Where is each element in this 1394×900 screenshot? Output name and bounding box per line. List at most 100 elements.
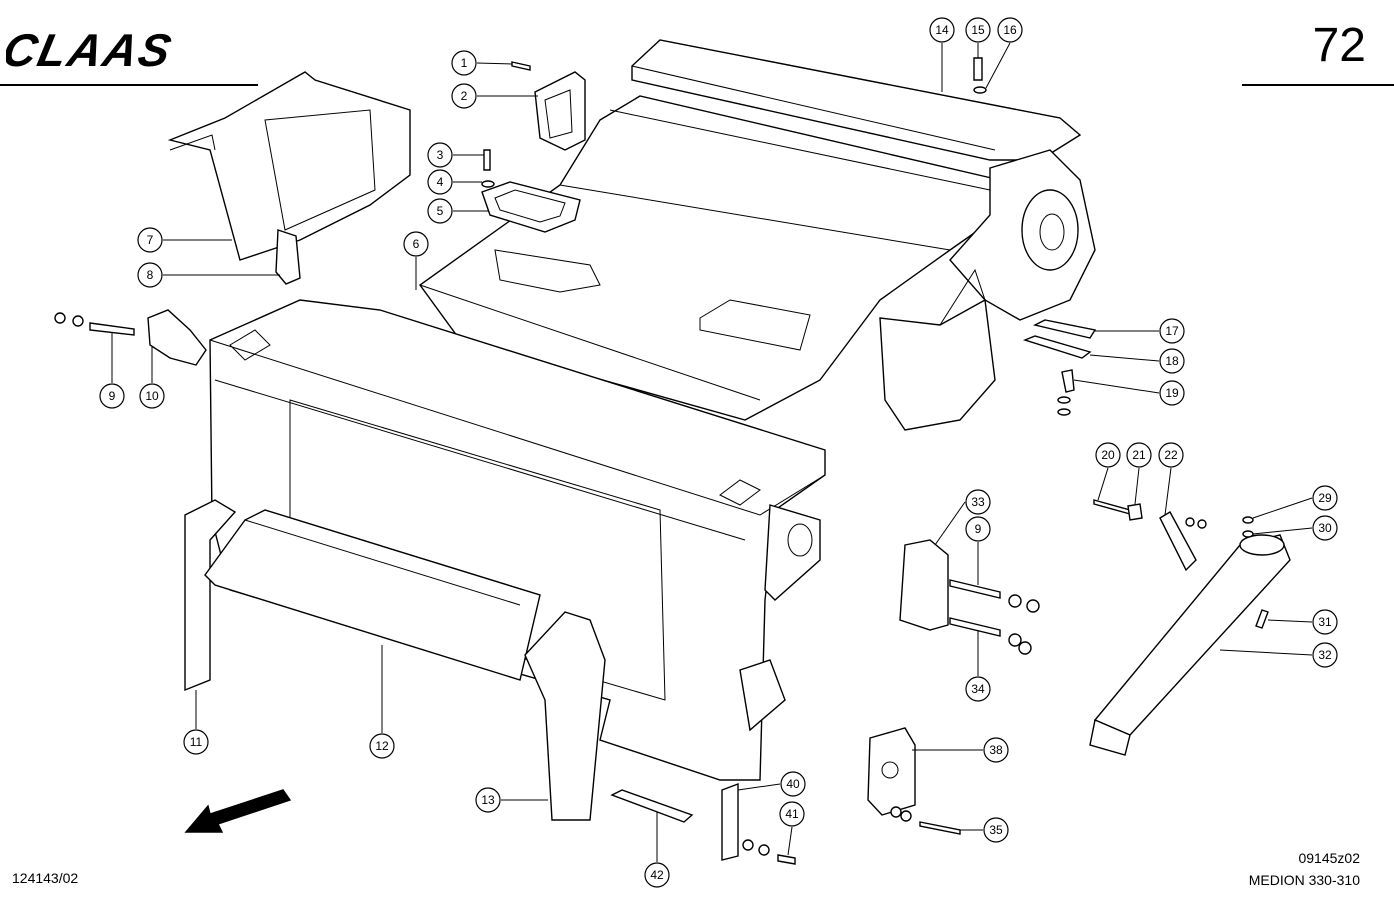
callout-leader: [476, 62, 513, 65]
main-frame-upper-deck: [419, 95, 1001, 421]
washer: [72, 315, 84, 327]
callout-number: 12: [375, 739, 389, 753]
nut-item-19b: [1057, 408, 1071, 416]
callout-number: 32: [1318, 648, 1332, 662]
direction-arrow-icon: [184, 789, 292, 833]
page-number: 72: [1312, 19, 1366, 72]
callout-14: [929, 17, 955, 43]
callout-29: [1312, 485, 1338, 511]
callout-41: [779, 801, 805, 827]
callout-number: 35: [989, 823, 1003, 837]
callout-number: 14: [935, 23, 949, 37]
callout-22: [1158, 442, 1184, 468]
callout-21: [1126, 442, 1152, 468]
callout-number: 19: [1165, 386, 1179, 400]
bolt-item-35: [919, 821, 961, 835]
access-hatch-front: [494, 249, 601, 293]
callout-38: [983, 737, 1009, 763]
callout-40: [780, 771, 806, 797]
callout-17: [1159, 318, 1185, 344]
washer-item-19a: [1057, 396, 1071, 404]
callout-number: 34: [971, 682, 985, 696]
handle-bracket: [534, 71, 586, 151]
mounting-block: [147, 309, 207, 366]
callout-leader: [985, 42, 1011, 89]
sleeve-item-21: [1127, 503, 1143, 521]
callout-leader: [1073, 379, 1160, 394]
callout-number: 5: [437, 204, 444, 218]
washer-item-4: [481, 180, 495, 188]
bolt-pair-lower: [949, 617, 1001, 637]
callout-leader: [737, 783, 781, 791]
link-arm-item-22: [1159, 511, 1197, 572]
bolt-item-19: [1061, 369, 1075, 393]
callout-33: [965, 489, 991, 515]
bolt-item-20: [1093, 499, 1131, 515]
callout-leader: [934, 501, 966, 546]
callout-number: 21: [1132, 448, 1146, 462]
callout-number: 22: [1164, 448, 1178, 462]
screw-item-31: [1255, 609, 1269, 629]
callout-number: 9: [109, 389, 116, 403]
claas-logo: CLAAS: [6, 24, 177, 75]
callout-7: [137, 227, 163, 253]
callout-leader: [1164, 467, 1172, 516]
callout-15: [965, 17, 991, 43]
callout-number: 40: [786, 777, 800, 791]
figure-code: 09145z02: [1298, 850, 1360, 866]
callout-12: [369, 733, 395, 759]
callout-leader: [1252, 527, 1313, 535]
callout-16: [997, 17, 1023, 43]
callout-number: 18: [1165, 354, 1179, 368]
support-tube: [1093, 534, 1291, 736]
header-rule-left: [0, 84, 258, 86]
callout-leader: [787, 826, 793, 856]
callout-number: 9: [975, 522, 982, 536]
brand-logo-text: CLAAS: [6, 24, 177, 75]
callout-10: [139, 383, 165, 409]
callout-13: [475, 787, 501, 813]
washer-item-16: [973, 86, 987, 94]
callout-number: 17: [1165, 324, 1179, 338]
callout-number: 2: [461, 89, 468, 103]
callout-number: 7: [147, 233, 154, 247]
callout-number: 41: [785, 807, 799, 821]
callout-19: [1159, 380, 1185, 406]
callout-number: 13: [481, 793, 495, 807]
callout-number: 16: [1003, 23, 1017, 37]
bearing-housing: [1021, 189, 1079, 271]
callout-number: 42: [650, 868, 664, 882]
callout-leader: [1252, 497, 1313, 519]
callout-4: [427, 169, 453, 195]
mounting-bolt: [89, 322, 135, 336]
left-post-11: [184, 499, 237, 692]
callout-number: 29: [1318, 491, 1332, 505]
callout-number: 10: [145, 389, 159, 403]
callout-35: [983, 817, 1009, 843]
callout-3: [427, 142, 453, 168]
slotted-strip-17: [1032, 319, 1097, 339]
bolt-item-41: [777, 854, 796, 865]
callout-leader: [1134, 467, 1140, 505]
callout-9b: [965, 516, 991, 542]
callout-30: [1312, 515, 1338, 541]
left-upper-guard: [167, 71, 411, 261]
callout-group: 1 2 3 4 5 6 7: [99, 17, 1338, 888]
callout-number: 31: [1318, 615, 1332, 629]
tube-clevis: [1089, 719, 1131, 756]
callout-1: [451, 50, 477, 76]
drawing-reference: 124143/02: [12, 870, 79, 886]
clamp-bracket-33: [899, 539, 949, 631]
bolt-item-15: [973, 57, 983, 81]
access-hatch-rear: [699, 299, 811, 351]
nut-item-29: [1242, 516, 1254, 524]
lower-rear-gusset: [739, 659, 786, 732]
callout-20: [1095, 442, 1121, 468]
gasket-frame: [481, 181, 581, 233]
callout-number: 15: [971, 23, 985, 37]
callout-number: 11: [190, 735, 203, 749]
guard-bracket: [275, 229, 301, 285]
callout-leader: [1097, 467, 1109, 501]
callout-31: [1312, 609, 1338, 635]
